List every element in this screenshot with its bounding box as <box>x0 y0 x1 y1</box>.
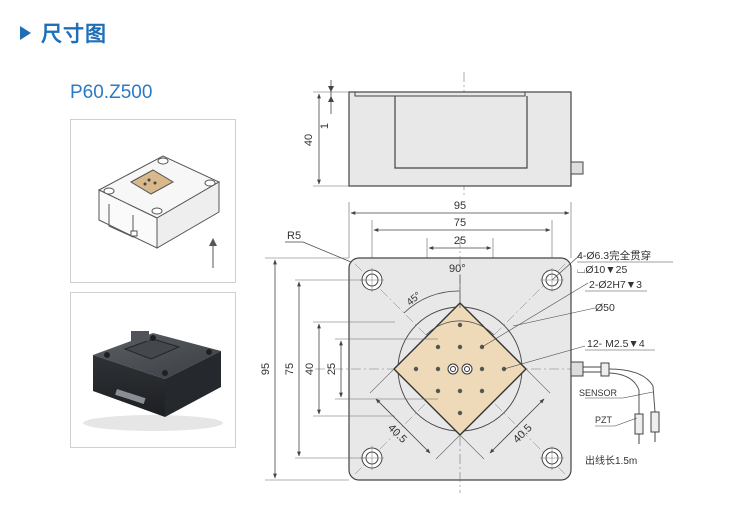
dimension-drawing: 40 1 95 75 25 R5 <box>255 68 715 498</box>
model-name: P60.Z500 <box>70 82 153 103</box>
dim-left-75: 75 <box>284 363 296 375</box>
dim-left-40: 40 <box>304 363 316 375</box>
dim-hole-span: 75 <box>454 217 466 229</box>
dim-width: 95 <box>454 200 466 212</box>
product-photo <box>70 292 236 448</box>
label-sensor: SENSOR <box>579 388 618 398</box>
note-holes-through: 4-Ø6.3完全贯穿 <box>577 249 651 262</box>
note-cable-length: 出线长1.5m <box>585 454 637 467</box>
note-counterbore: ⌴Ø10▼25 <box>577 264 627 276</box>
note-pin-holes: 2-Ø2H7▼3 <box>589 279 642 291</box>
top-view: 95 75 25 R5 <box>260 200 660 493</box>
dim-step: 1 <box>319 123 331 129</box>
note-threads: 12- M2.5▼4 <box>587 338 645 350</box>
corner-holes <box>360 268 564 470</box>
note-diameter-50: Ø50 <box>595 302 615 314</box>
dim-left-25: 25 <box>326 363 338 375</box>
label-pzt: PZT <box>595 415 613 425</box>
dim-angle-90: 90° <box>449 263 466 275</box>
side-view: 40 1 <box>303 72 584 198</box>
product-line-drawing <box>70 119 236 283</box>
dim-left-95: 95 <box>260 363 272 375</box>
play-arrow-icon <box>20 26 31 40</box>
section-header: 尺寸图 <box>20 18 107 48</box>
dim-height: 40 <box>303 134 315 146</box>
section-title: 尺寸图 <box>41 23 107 46</box>
dim-radius: R5 <box>287 230 301 242</box>
